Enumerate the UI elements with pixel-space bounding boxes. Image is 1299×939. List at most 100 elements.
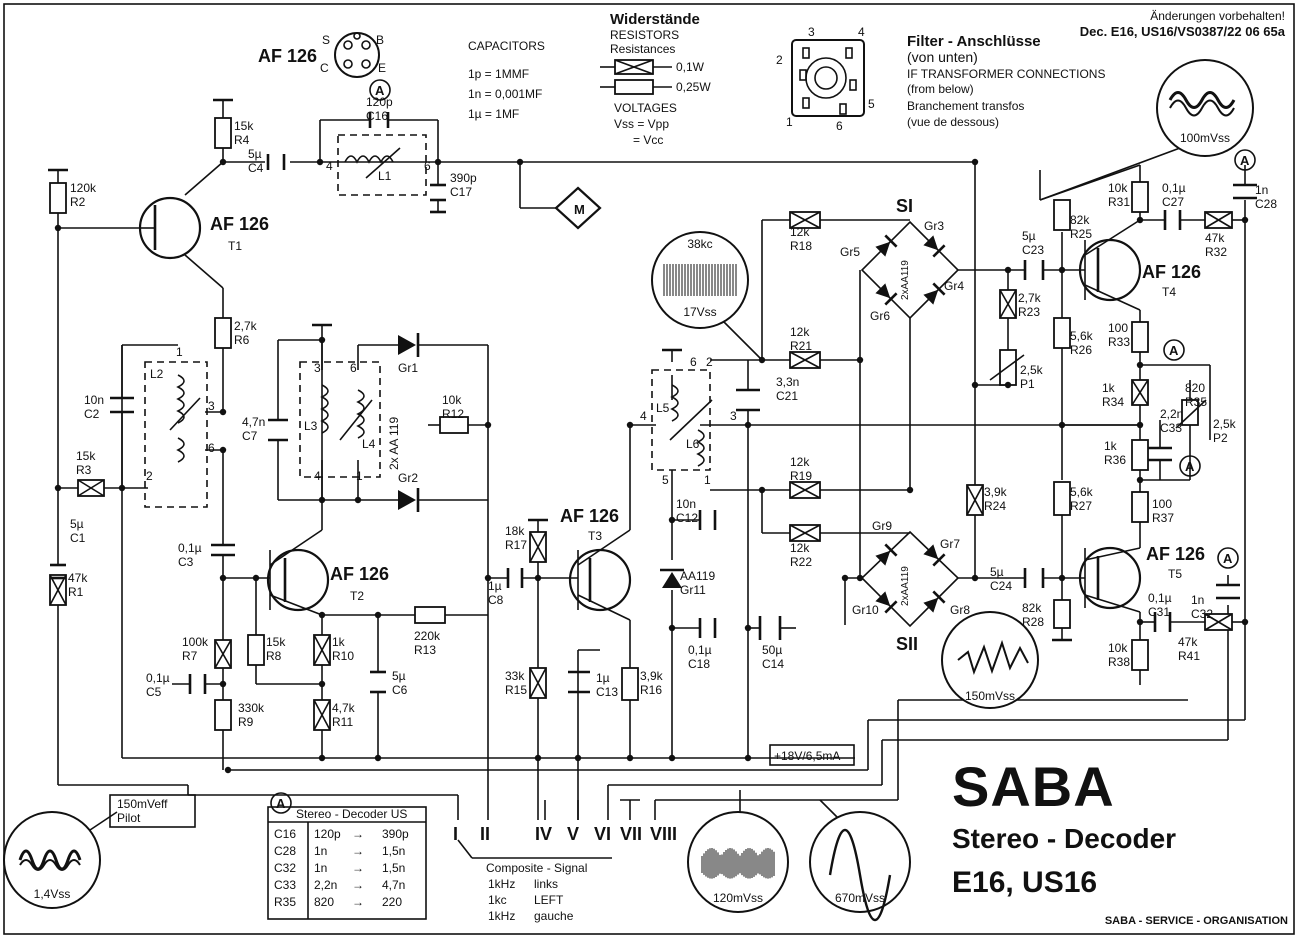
junction-dot bbox=[484, 421, 492, 429]
mark-a-circle bbox=[1234, 149, 1256, 171]
res-legend-fr: Resistances bbox=[610, 42, 675, 56]
svg-text:5: 5 bbox=[868, 97, 875, 111]
r26-ref: R26 bbox=[1070, 343, 1092, 357]
mark-a-circle bbox=[1217, 547, 1239, 569]
r9-ref: R9 bbox=[238, 715, 254, 729]
svg-text:150mVss: 150mVss bbox=[965, 689, 1015, 703]
gr11-value: AA119 bbox=[680, 569, 715, 583]
junction-dot bbox=[316, 158, 324, 166]
junction-dot bbox=[1058, 266, 1066, 274]
r23-ref: R23 bbox=[1018, 305, 1040, 319]
svg-text:38kc: 38kc bbox=[687, 237, 712, 251]
r22-symbol-cross bbox=[789, 524, 821, 542]
r12-value: 10k bbox=[442, 393, 462, 407]
p2-ref: P2 bbox=[1213, 431, 1228, 445]
junction-dot bbox=[574, 754, 582, 762]
resistors-x bbox=[49, 211, 1233, 731]
us-row-ref: C28 bbox=[274, 844, 296, 858]
svg-text:AF 126: AF 126 bbox=[1142, 262, 1201, 282]
us-row-from: 2,2n bbox=[314, 878, 337, 892]
legend-resistor-symbols bbox=[600, 59, 672, 95]
pilot-box bbox=[109, 794, 196, 828]
us-row-to: 1,5n bbox=[382, 861, 405, 875]
r16-value: 3,9k bbox=[640, 669, 664, 683]
us-row-from: 1n bbox=[314, 861, 327, 875]
junction-dot bbox=[516, 158, 524, 166]
svg-text:IV: IV bbox=[535, 824, 552, 844]
composite-freq: 1kc bbox=[488, 893, 507, 907]
c28-ref: C28 bbox=[1255, 197, 1277, 211]
svg-text:150mVeff: 150mVeff bbox=[117, 797, 168, 811]
svg-text:S: S bbox=[322, 33, 330, 47]
volt-legend-title: VOLTAGES bbox=[614, 101, 677, 115]
r35-value: 820 bbox=[1185, 381, 1205, 395]
volt-legend-2: = Vcc bbox=[633, 133, 663, 147]
junction-dot bbox=[758, 486, 766, 494]
r21-ref: R21 bbox=[790, 339, 812, 353]
r3-symbol-cross bbox=[77, 479, 105, 497]
pin-number: 1 bbox=[176, 345, 183, 359]
r1-ref: R1 bbox=[68, 585, 84, 599]
pin-number: 3 bbox=[314, 361, 321, 375]
gr10-label: Gr10 bbox=[852, 603, 879, 617]
junction-dot bbox=[354, 496, 362, 504]
junction-dot bbox=[1136, 361, 1144, 369]
c2-ref: C2 bbox=[84, 407, 100, 421]
r10-symbol-cross bbox=[313, 634, 331, 666]
svg-text:AF 126: AF 126 bbox=[1146, 544, 1205, 564]
junction-dot bbox=[856, 574, 864, 582]
r24-value: 3,9k bbox=[984, 485, 1008, 499]
r28-value: 82k bbox=[1022, 601, 1042, 615]
c21-ref: C21 bbox=[776, 389, 798, 403]
page-frame bbox=[3, 3, 1295, 935]
svg-text:Composite - Signal: Composite - Signal bbox=[486, 861, 587, 875]
r38-ref: R38 bbox=[1108, 655, 1130, 669]
junction-dot bbox=[1241, 618, 1249, 626]
svg-text:T1: T1 bbox=[228, 239, 242, 253]
pin-number: 6 bbox=[690, 355, 697, 369]
r32-symbol-cross bbox=[1204, 211, 1233, 229]
junction-dot bbox=[906, 486, 914, 494]
svg-text:I: I bbox=[453, 824, 458, 844]
mark-a-circle bbox=[1163, 339, 1185, 361]
c32-ref: C32 bbox=[1191, 607, 1213, 621]
p2-value: 2,5k bbox=[1213, 417, 1237, 431]
c1-value: 5µ bbox=[70, 517, 84, 531]
us-row-ref: C16 bbox=[274, 827, 296, 841]
meter-symbol bbox=[554, 186, 602, 230]
c6-value: 5µ bbox=[392, 669, 406, 683]
us-table-frame bbox=[267, 806, 427, 920]
c21-value: 3,3n bbox=[776, 375, 799, 389]
r21-value: 12k bbox=[790, 325, 810, 339]
l2-label: L2 bbox=[150, 367, 164, 381]
r41-ref: R41 bbox=[1178, 649, 1200, 663]
bridge-si-label: 2xAA119 bbox=[900, 260, 911, 300]
c24-ref: C24 bbox=[990, 579, 1012, 593]
r19-symbol-cross bbox=[789, 481, 821, 499]
resistors bbox=[49, 117, 1199, 731]
junction-dot bbox=[219, 408, 227, 416]
junction-dot bbox=[219, 680, 227, 688]
c8-ref: C8 bbox=[488, 593, 504, 607]
junction-dot bbox=[744, 421, 752, 429]
c28-value: 1n bbox=[1255, 183, 1268, 197]
gr5-label: Gr5 bbox=[840, 245, 860, 259]
svg-text:+18V/6,5mA: +18V/6,5mA bbox=[774, 749, 840, 763]
r25-value: 82k bbox=[1070, 213, 1090, 227]
junction-dot bbox=[626, 421, 634, 429]
res-legend-w1: 0,1W bbox=[676, 60, 705, 74]
r17-ref: R17 bbox=[505, 538, 527, 552]
junction-dot bbox=[484, 574, 492, 582]
junction-dot bbox=[318, 496, 326, 504]
cap-legend-row: 1p = 1MMF bbox=[468, 67, 529, 81]
r11-symbol-cross bbox=[313, 699, 331, 731]
r34-value: 1k bbox=[1102, 381, 1116, 395]
r18-ref: R18 bbox=[790, 239, 812, 253]
svg-text:V: V bbox=[567, 824, 579, 844]
junction-dot bbox=[534, 574, 542, 582]
pin-number: 4 bbox=[314, 469, 321, 483]
us-row-arrow: → bbox=[352, 861, 364, 875]
junction-dot bbox=[1136, 216, 1144, 224]
svg-text:T4: T4 bbox=[1162, 285, 1176, 299]
svg-text:6: 6 bbox=[836, 119, 843, 133]
